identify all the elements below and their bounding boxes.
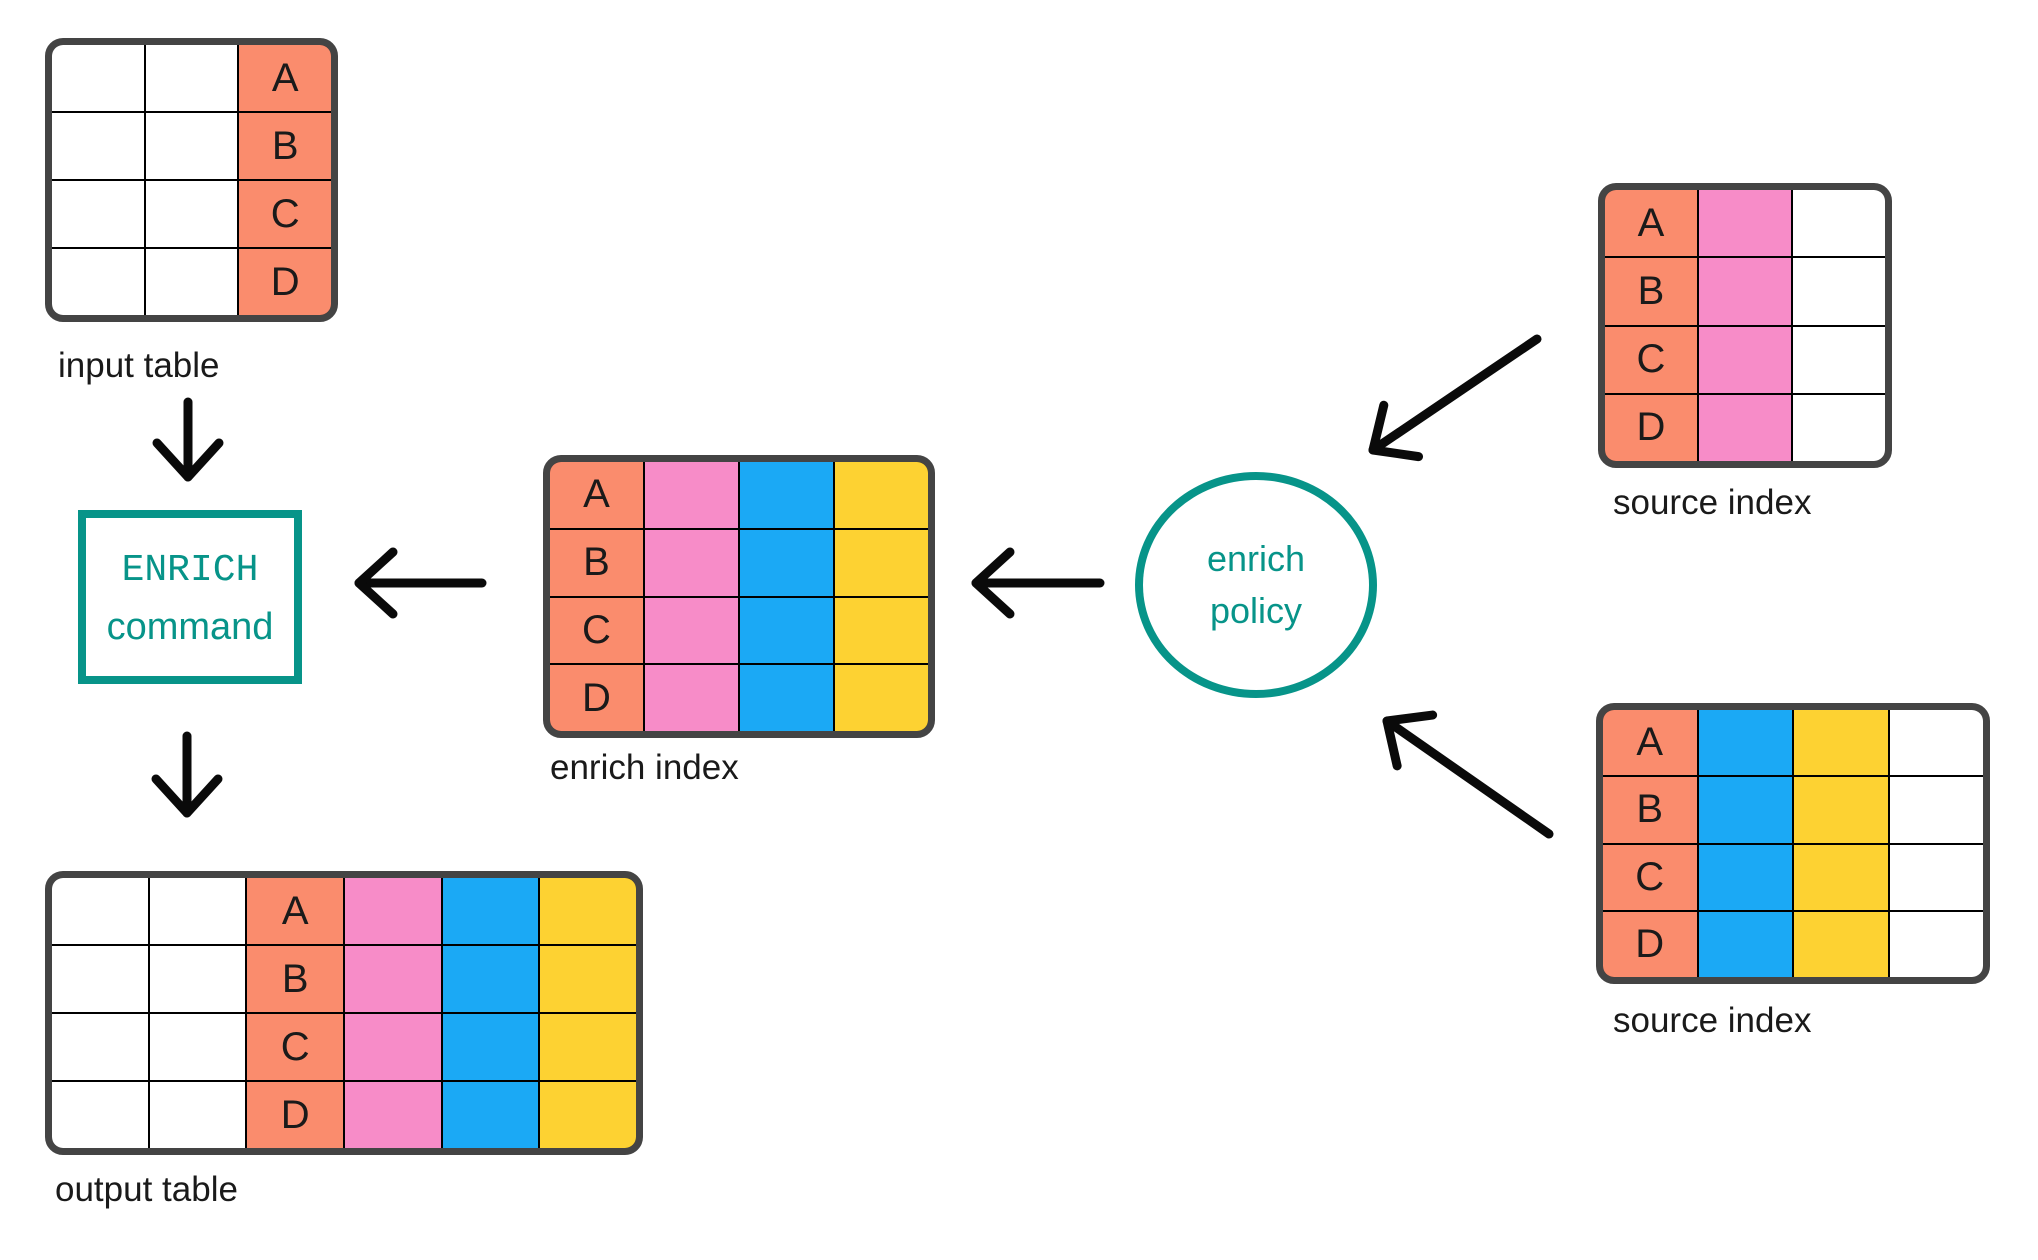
table-cell — [1889, 844, 1983, 910]
table-cell — [835, 665, 928, 731]
table-cell — [52, 113, 144, 179]
table-cell — [149, 1014, 246, 1080]
table-cell — [344, 946, 441, 1012]
table-cell — [145, 181, 238, 247]
table-cell — [645, 665, 738, 731]
table-cell — [740, 462, 833, 528]
table-cell — [740, 665, 833, 731]
table-cell — [645, 462, 738, 528]
table-cell — [52, 878, 148, 944]
enrich-command-box: ENRICH command — [78, 510, 302, 684]
arrow-source-bottom-to-enrich-policy — [1382, 710, 1554, 839]
enrich-policy-circle: enrich policy — [1135, 472, 1377, 698]
table-cell-letter: D — [1603, 911, 1697, 977]
table-cell — [1698, 844, 1792, 910]
table-cell-letter: C — [239, 181, 331, 247]
table-cell — [1889, 710, 1983, 776]
table-cell — [52, 1014, 148, 1080]
table-cell — [442, 946, 539, 1012]
table-cell — [1699, 258, 1791, 325]
table-cell — [1699, 190, 1791, 257]
input-table-label: input table — [58, 346, 220, 385]
table-cell — [344, 1014, 441, 1080]
table-cell — [1699, 394, 1791, 461]
table-cell — [442, 1014, 539, 1080]
table-cell — [540, 1014, 636, 1080]
table-cell — [1889, 777, 1983, 843]
table-cell — [52, 45, 144, 111]
table-cell — [52, 1082, 148, 1148]
table-cell — [52, 946, 148, 1012]
table-cell — [645, 529, 738, 596]
table-cell — [1793, 394, 1885, 461]
table-cell — [540, 878, 636, 944]
table-cell-letter: A — [239, 45, 331, 111]
table-cell — [1794, 844, 1888, 910]
table-cell — [1889, 911, 1983, 977]
enrich-policy-word2: policy — [1209, 590, 1303, 631]
table-cell — [740, 597, 833, 664]
table-cell — [1793, 326, 1885, 393]
table-cell-letter: B — [1603, 777, 1697, 843]
table-cell — [52, 181, 144, 247]
table-cell — [1698, 710, 1792, 776]
table-cell — [145, 45, 238, 111]
table-cell-letter: D — [239, 249, 331, 315]
table-cell — [740, 529, 833, 596]
table-cell — [149, 946, 246, 1012]
table-cell-letter: B — [239, 113, 331, 179]
table-cell-letter: B — [1605, 258, 1697, 325]
table-cell — [835, 529, 928, 596]
table-cell — [1793, 258, 1885, 325]
enrich-policy-word1: enrich — [1206, 538, 1306, 579]
table-cell — [149, 1082, 246, 1148]
output-table-label: output table — [55, 1170, 238, 1209]
table-cell-letter: D — [247, 1082, 343, 1148]
source-index-bottom-label: source index — [1613, 1001, 1812, 1040]
table-cell-letter: C — [550, 597, 643, 664]
table-cell-letter: C — [247, 1014, 343, 1080]
table-cell-letter: D — [550, 665, 643, 731]
table-cell-letter: B — [247, 946, 343, 1012]
table-cell — [1794, 911, 1888, 977]
table-cell — [145, 113, 238, 179]
table-cell — [442, 878, 539, 944]
table-cell — [1698, 911, 1792, 977]
table-cell — [1794, 777, 1888, 843]
source-index-top-label: source index — [1613, 483, 1812, 522]
table-cell-letter: B — [550, 529, 643, 596]
enrich-command-word: command — [106, 606, 274, 648]
enrich-index-label: enrich index — [550, 748, 739, 787]
table-cell — [645, 597, 738, 664]
table-cell — [145, 249, 238, 315]
table-cell-letter: A — [550, 462, 643, 528]
table-cell — [835, 462, 928, 528]
table-cell — [540, 1082, 636, 1148]
table-cell — [1698, 777, 1792, 843]
table-cell-letter: C — [1603, 844, 1697, 910]
table-cell-letter: D — [1605, 394, 1697, 461]
arrow-source-top-to-enrich-policy — [1368, 334, 1542, 462]
table-cell — [344, 1082, 441, 1148]
table-cell-letter: A — [247, 878, 343, 944]
table-cell — [1699, 326, 1791, 393]
table-cell — [1794, 710, 1888, 776]
table-cell — [149, 878, 246, 944]
table-cell — [344, 878, 441, 944]
table-cell — [442, 1082, 539, 1148]
table-cell-letter: C — [1605, 326, 1697, 393]
table-cell — [52, 249, 144, 315]
table-cell — [835, 597, 928, 664]
table-cell-letter: A — [1605, 190, 1697, 257]
enrich-command-keyword: ENRICH — [121, 549, 259, 592]
table-cell — [540, 946, 636, 1012]
table-cell — [1793, 190, 1885, 257]
table-cell-letter: A — [1603, 710, 1697, 776]
